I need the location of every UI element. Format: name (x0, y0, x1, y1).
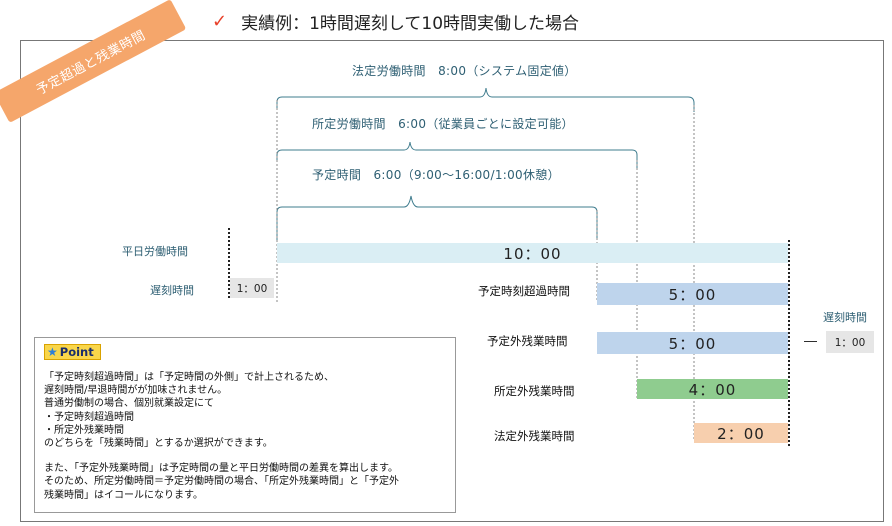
brace-label-scheduled: 予定時間 6:00（9:00～16:00/1:00休憩） (312, 168, 560, 182)
outside-schedule-bar: 5：00 (597, 332, 788, 354)
point-text: 「予定時刻超過時間」は「予定時間の外側」で計上されるため、 遅刻時間/早退時間が… (44, 371, 452, 502)
brace-label-legal: 法定労働時間 8:00（システム固定値） (352, 64, 577, 78)
point-box (34, 337, 456, 513)
point-line: のどちらを「残業時間」とするか選択ができます。 (44, 438, 273, 450)
brace-label-prescribed: 所定労働時間 6:00（従業員ごとに設定可能） (312, 117, 574, 131)
point-line: 残業時間」はイコールになります。 (44, 489, 203, 501)
brace-prescribed (276, 141, 638, 170)
late-hours-label: 遅刻時間 (150, 284, 194, 297)
diagram-frame (20, 40, 884, 522)
point-line: 遅刻時間/早退時間がが加味されません。 (44, 385, 228, 397)
late-side-label: 遅刻時間 (823, 311, 867, 324)
weekday-hours-bar: 10：00 (277, 243, 788, 263)
outside-prescribed-label: 所定外残業時間 (494, 384, 575, 398)
brace-scheduled (276, 195, 598, 240)
point-line: ・予定時刻超過時間 (44, 411, 134, 423)
outside-prescribed-bar: 4：00 (637, 379, 788, 399)
outside-legal-label: 法定外残業時間 (494, 429, 575, 443)
late-side-box: 1：00 (826, 331, 874, 353)
page-title: ✓ 実績例：1時間遅刻して10時間実働した場合 (212, 8, 579, 34)
check-icon: ✓ (212, 10, 228, 32)
star-icon: ★ (47, 345, 58, 359)
outside-schedule-label: 予定外残業時間 (487, 334, 568, 348)
brace-legal (276, 87, 695, 112)
point-badge-text: Point (59, 345, 94, 359)
point-line: ・所定外残業時間 (44, 424, 124, 436)
point-line: また、「予定外残業時間」は予定時間の量と平日労働時間の差異を算出します。 (44, 463, 398, 475)
point-line: 普通労働制の場合、個別就業設定にて (44, 398, 214, 410)
outside-legal-bar: 2：00 (694, 423, 788, 443)
late-side-dash: ― (804, 334, 817, 349)
point-line: 「予定時刻超過時間」は「予定時間の外側」で計上されるため、 (44, 372, 334, 383)
point-gap (44, 450, 452, 462)
over-schedule-bar: 5：00 (597, 283, 788, 305)
point-line: そのため、所定労働時間＝予定労働時間の場合、「所定外残業時間」と「予定外 (44, 476, 399, 488)
point-badge: ★ Point (44, 344, 101, 360)
weekday-hours-label: 平日労働時間 (122, 245, 188, 258)
over-schedule-label: 予定時刻超過時間 (478, 284, 570, 298)
late-hours-box: 1：00 (230, 278, 274, 298)
title-text: 実績例：1時間遅刻して10時間実働した場合 (241, 13, 580, 34)
